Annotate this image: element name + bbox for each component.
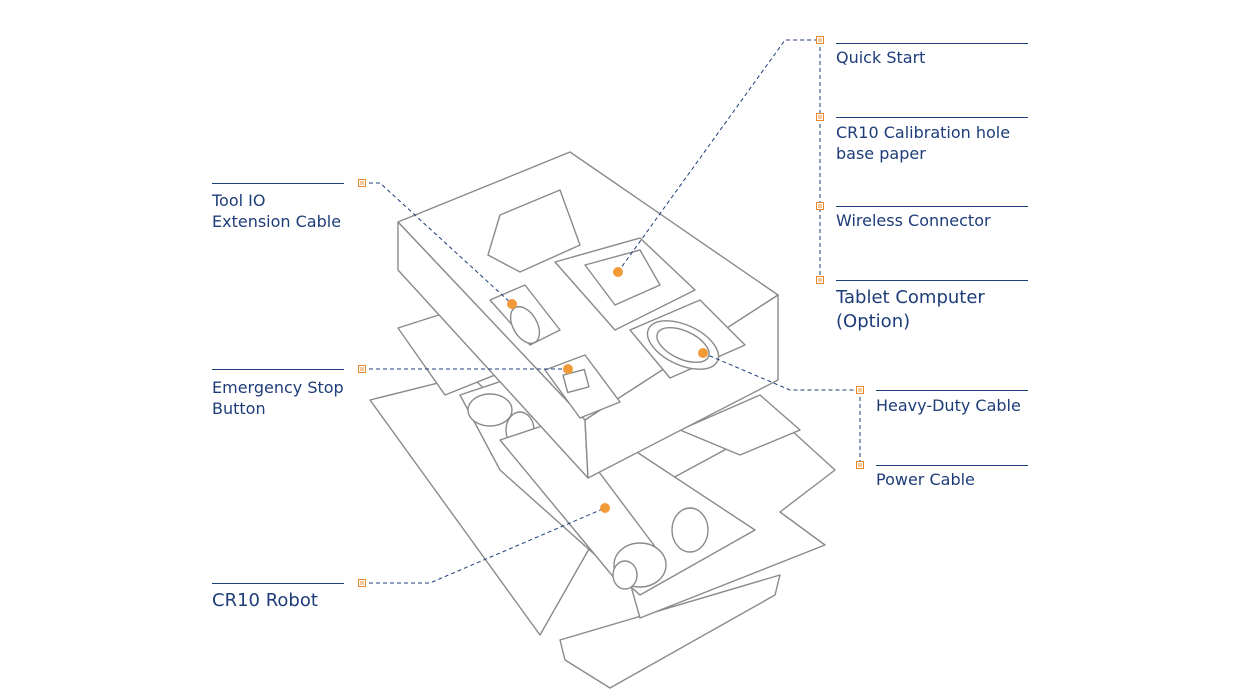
- marker-calibration: [816, 113, 824, 121]
- label-calibration-line1: CR10 Calibration hole: [836, 123, 1011, 142]
- foam-pocket-upper: [487, 189, 581, 273]
- marker-emergency: [358, 365, 366, 373]
- underline-robot: [212, 583, 344, 584]
- marker-robot: [358, 579, 366, 587]
- label-emergency-line1: Emergency Stop: [212, 378, 344, 397]
- marker-power: [856, 461, 864, 469]
- label-robot: CR10 Robot: [212, 590, 318, 611]
- marker-wireless: [816, 202, 824, 210]
- hotspot-tool-io: [507, 299, 517, 309]
- underline-emergency: [212, 369, 344, 370]
- leader-heavy-duty: [702, 352, 860, 391]
- hotspot-robot: [600, 503, 610, 513]
- hotspots: [507, 267, 708, 513]
- box-back-flap-right: [679, 394, 801, 456]
- hotspot-tablet-box: [613, 267, 623, 277]
- estop-button-box: [562, 368, 590, 394]
- hotspot-cable: [698, 348, 708, 358]
- underline-heavy-duty: [876, 390, 1028, 391]
- box-body: [559, 574, 781, 689]
- leader-lines: [362, 39, 861, 584]
- underline-tool-io: [212, 183, 344, 184]
- underline-tablet: [836, 280, 1028, 281]
- label-tool-io-line2: Extension Cable: [212, 212, 342, 231]
- box-outline: [369, 151, 836, 689]
- robot-arm: [467, 393, 709, 590]
- underline-quick-start: [836, 43, 1028, 44]
- marker-heavy-duty: [856, 386, 864, 394]
- leader-robot: [362, 507, 606, 584]
- leader-quick-start: [617, 39, 820, 273]
- label-tablet-line1: Tablet Computer: [836, 287, 985, 308]
- underline-wireless: [836, 206, 1028, 207]
- label-power-cable: Power Cable: [876, 470, 975, 489]
- label-heavy-duty-cable: Heavy-Duty Cable: [876, 396, 1021, 415]
- label-calibration-line2: base paper: [836, 144, 926, 163]
- label-wireless-connector: Wireless Connector: [836, 211, 991, 230]
- label-emergency-line2: Button: [212, 399, 266, 418]
- label-quick-start: Quick Start: [836, 48, 926, 67]
- marker-tablet: [816, 276, 824, 284]
- underline-calibration: [836, 117, 1028, 118]
- underline-power: [876, 465, 1028, 466]
- hotspot-estop: [563, 364, 573, 374]
- marker-quick-start: [816, 36, 824, 44]
- label-tool-io-line1: Tool IO: [212, 191, 266, 210]
- label-tablet-line2: (Option): [836, 311, 911, 332]
- marker-tool-io: [358, 179, 366, 187]
- leader-tool-io: [362, 182, 513, 305]
- tablet-box: [584, 249, 661, 306]
